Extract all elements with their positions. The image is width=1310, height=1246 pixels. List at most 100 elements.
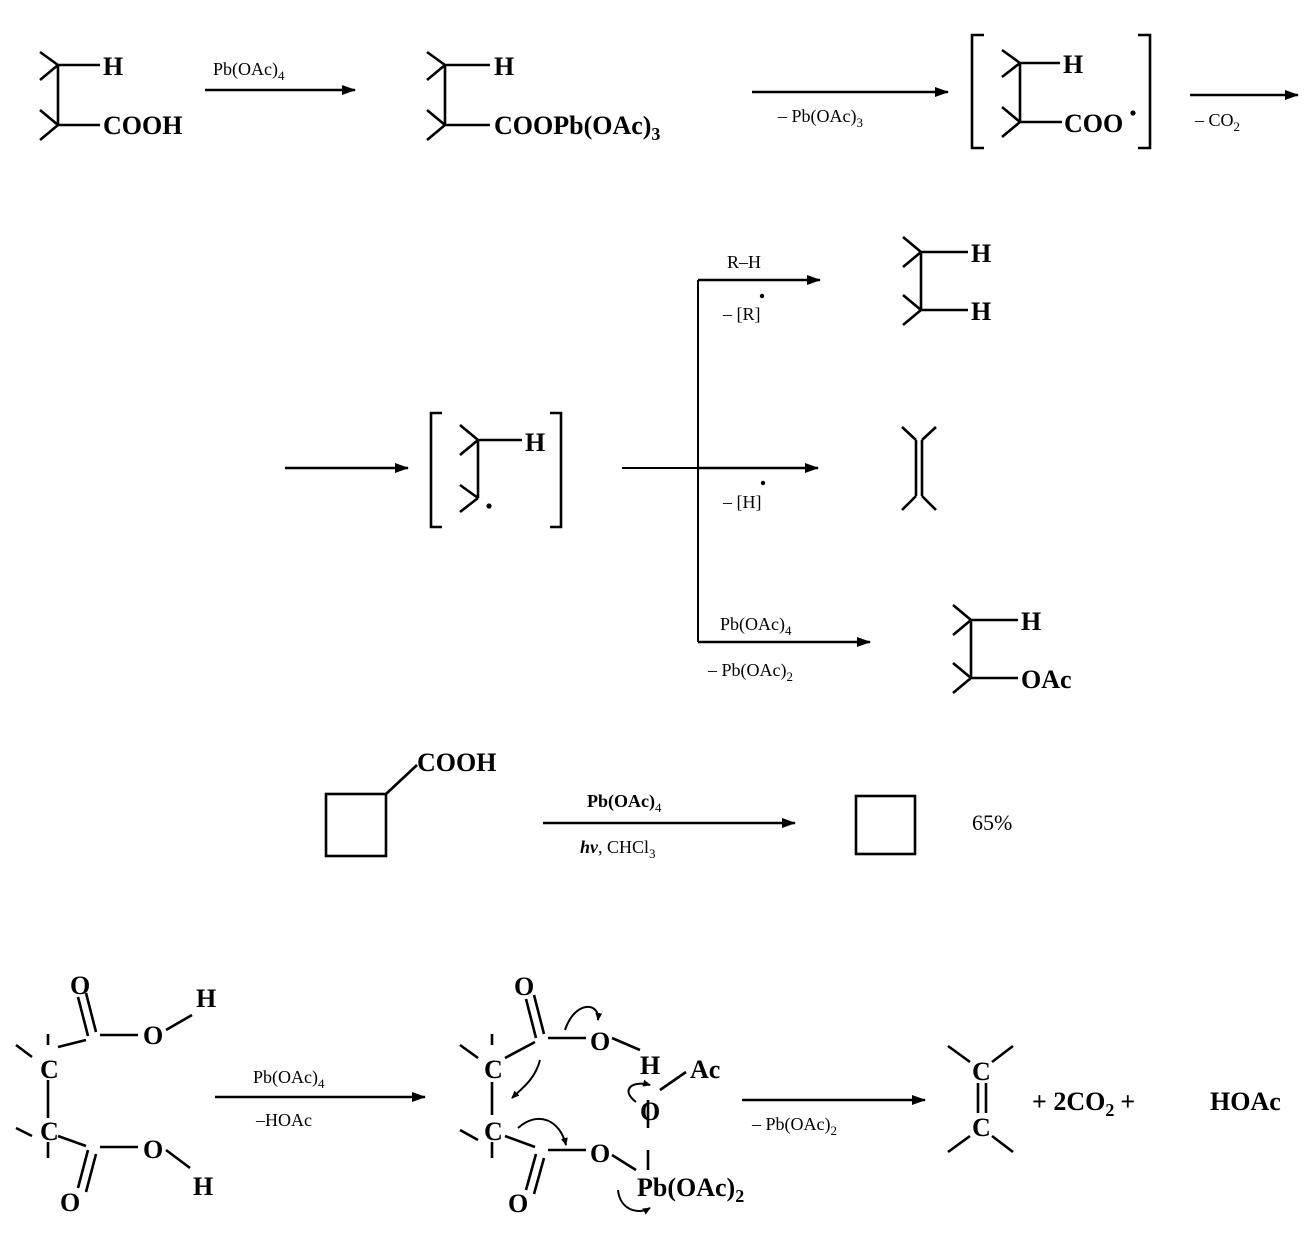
arrow1-reagent: Pb(OAc): [213, 59, 278, 80]
svg-text:hv, CHCl3: hv, CHCl3: [580, 837, 656, 861]
scheme1-arrow-3: – CO2: [1190, 90, 1299, 134]
branch-b-byproduct: – [H]: [722, 492, 762, 512]
alkene-c2: C: [972, 1113, 991, 1142]
curved-arrow-2: [511, 1059, 541, 1099]
curved-arrow-5: [617, 1189, 651, 1215]
product-hoac: HOAc: [1210, 1087, 1281, 1116]
r-radical-dot: [759, 293, 765, 299]
svg-text:Pb(OAc)4: Pb(OAc)4: [213, 59, 285, 83]
reactant-cooh-label: COOH: [103, 111, 182, 140]
arrow2-byproduct-sub: 3: [857, 115, 864, 130]
branch-b: – [H]: [698, 426, 937, 512]
int-o-carbonyl-2: O: [508, 1189, 528, 1218]
svg-text:– CO2: – CO2: [1194, 110, 1240, 134]
scheme3-alkene-product: C C: [947, 1044, 1014, 1154]
scheme2-cyclobutane-acid: COOH: [324, 748, 496, 858]
scheme3-arrow-1: Pb(OAc)4 –HOAc: [215, 1067, 426, 1130]
curved-arrow-1: [564, 1005, 603, 1031]
diacid-o1: O: [70, 971, 90, 1000]
radical-dot: [1130, 110, 1136, 116]
product-co2-sub: 2: [1105, 1100, 1114, 1120]
branch-a-byproduct: – [R]: [722, 304, 761, 324]
intermediate2-carboxyl-radical-label: COO: [1064, 109, 1123, 138]
diacid-o3: O: [143, 1135, 163, 1164]
svg-text:Pb(OAc)4: Pb(OAc)4: [253, 1067, 325, 1091]
branch-c-reagent-sub: 4: [785, 623, 792, 638]
product-co2: + 2CO: [1032, 1087, 1105, 1116]
diacid-o4: O: [60, 1188, 80, 1217]
arrow3-byproduct-sub: 2: [1234, 119, 1241, 134]
branch-connector: [622, 280, 699, 642]
scheme3-reagent-sub: 4: [318, 1076, 325, 1091]
cyclobutane-cooh-label: COOH: [417, 748, 496, 777]
scheme1-intermediate-2: H COO: [970, 33, 1152, 150]
carbon-radical: H: [429, 411, 563, 529]
branch-a: R–H – [R] H H: [698, 236, 991, 326]
svg-text:– Pb(OAc)3: – Pb(OAc)3: [777, 106, 863, 130]
branch-c: Pb(OAc)4 – Pb(OAc)2 H OAc: [698, 604, 1072, 694]
curved-arrow-4: [627, 1079, 651, 1103]
scheme3-cyclic-intermediate: C C O O H Ac O O O Pb(OAc)2: [459, 972, 744, 1218]
alkane-h2-label: H: [971, 297, 991, 326]
scheme2-yield: 65%: [972, 810, 1012, 835]
int-c2: C: [484, 1117, 503, 1146]
svg-text:Pb(OAc)4: Pb(OAc)4: [720, 614, 792, 638]
alkene-c1: C: [972, 1057, 991, 1086]
scheme1-arrow-1: Pb(OAc)4: [205, 59, 356, 95]
int-o-acetate: O: [640, 1097, 660, 1126]
int-h: H: [640, 1051, 660, 1080]
int-ac: Ac: [690, 1055, 720, 1084]
branch-c-reagent: Pb(OAc): [720, 614, 785, 635]
svg-text:– Pb(OAc)2: – Pb(OAc)2: [751, 1114, 837, 1138]
int-c1: C: [484, 1055, 503, 1084]
scheme3-byproduct-1: –HOAc: [255, 1110, 312, 1130]
acetate-h-label: H: [1021, 607, 1041, 636]
int-pb-sub: 2: [735, 1186, 744, 1206]
svg-text:COOPb(OAc)3: COOPb(OAc)3: [494, 111, 660, 144]
radical-center-dot: [486, 503, 492, 509]
scheme1-intermediate-1: H COOPb(OAc)3: [426, 50, 660, 144]
scheme3-arrow-2: – Pb(OAc)2: [742, 1095, 926, 1138]
curved-arrow-3: [517, 1117, 568, 1146]
branch-c-byproduct: – Pb(OAc): [707, 660, 787, 681]
diacid-o2: O: [143, 1021, 163, 1050]
scheme3-diacid: C C O O H O H O: [15, 971, 216, 1217]
scheme3-byproduct-2: – Pb(OAc): [751, 1114, 831, 1135]
scheme2-reagent: Pb(OAc): [587, 791, 655, 812]
alkane-h1-label: H: [971, 239, 991, 268]
arrow3-byproduct: – CO: [1194, 110, 1234, 130]
diacid-c2: C: [40, 1117, 59, 1146]
scheme1-reactant: H COOH: [39, 50, 182, 141]
int-o-ester: O: [590, 1139, 610, 1168]
intermediate2-h-label: H: [1063, 50, 1083, 79]
int-pb-label: Pb(OAc): [637, 1173, 735, 1202]
int-o-carbonyl-1: O: [514, 972, 534, 1001]
int-o-hydroxyl: O: [590, 1027, 610, 1056]
scheme2-solvent: , CHCl: [598, 837, 649, 857]
svg-text:Pb(OAc)4: Pb(OAc)4: [587, 791, 662, 815]
intermediate1-ester-sub: 3: [651, 124, 660, 144]
branch-c-byproduct-sub: 2: [787, 669, 794, 684]
svg-text:– Pb(OAc)2: – Pb(OAc)2: [707, 660, 793, 684]
scheme1-arrow-2: – Pb(OAc)3: [752, 87, 949, 130]
h-radical-dot: [760, 480, 766, 486]
branch-a-reagent: R–H: [727, 252, 761, 272]
diacid-h2: H: [193, 1172, 213, 1201]
scheme2-solvent-sub: 3: [649, 846, 656, 861]
svg-text:Pb(OAc)2: Pb(OAc)2: [637, 1173, 744, 1206]
product-plus: +: [1120, 1087, 1135, 1116]
arrow2-byproduct: – Pb(OAc): [777, 106, 857, 127]
scheme2-hv: hv: [580, 837, 599, 857]
acetate-oac-label: OAc: [1021, 665, 1072, 694]
intermediate1-ester-label: COOPb(OAc): [494, 111, 651, 140]
svg-text:+ 2CO2+: + 2CO2 +: [1032, 1087, 1135, 1120]
radical-h-label: H: [525, 428, 545, 457]
arrow1-reagent-sub: 4: [278, 68, 285, 83]
reactant-h-label: H: [103, 52, 123, 81]
scheme3-reagent: Pb(OAc): [253, 1067, 318, 1088]
scheme3-byproduct-2-sub: 2: [831, 1123, 838, 1138]
diacid-h1: H: [196, 984, 216, 1013]
scheme2-arrow: Pb(OAc)4 hv, CHCl3: [543, 791, 796, 861]
scheme2-cyclobutane-product: 65%: [854, 794, 1012, 856]
